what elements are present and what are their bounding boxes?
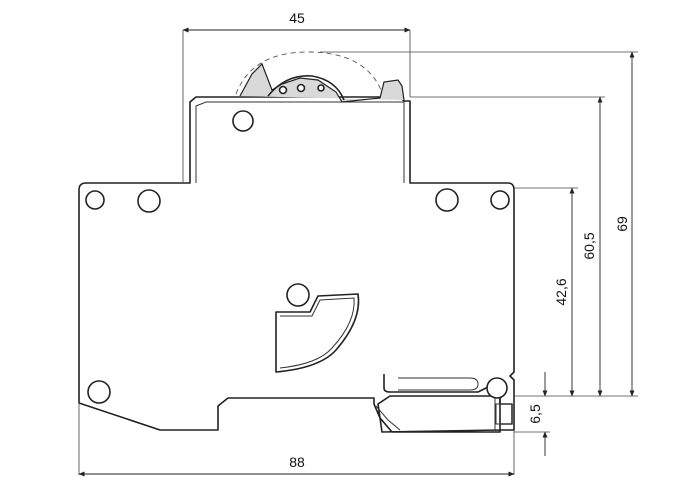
dimension-lines: [78, 27, 635, 477]
hole-upper-left-outer: [85, 190, 105, 210]
latch-window-inner: [279, 297, 355, 369]
top-inner-line: [195, 101, 405, 183]
rail-foot: [495, 403, 513, 425]
label-height-c: 69: [614, 216, 630, 232]
rail-clip-slot: [398, 377, 479, 391]
hole-center: [286, 283, 310, 307]
latch-window: [275, 293, 360, 373]
hole-lower-left: [87, 380, 111, 404]
mounting-holes: [85, 110, 510, 404]
toggle-lever: [235, 51, 405, 103]
lever-top: [267, 75, 345, 101]
rail-clip-lower: [375, 395, 496, 431]
label-top-width: 45: [289, 10, 305, 26]
lever-pin-2: [296, 83, 306, 93]
hole-upper-right-inner: [435, 188, 459, 212]
breaker-body: [78, 96, 515, 433]
dimension-labels: 45 88 42,6 60,5 69 6,5: [289, 10, 630, 470]
hole-upper-left-inner: [137, 189, 161, 213]
label-overall-width: 88: [289, 454, 305, 470]
hole-top-lever: [232, 110, 254, 132]
hole-lower-right: [486, 377, 508, 399]
label-height-b: 60,5: [581, 232, 597, 259]
label-rail-depth: 6,5: [527, 404, 543, 424]
body-outline: [78, 96, 515, 433]
label-height-a: 42,6: [553, 278, 569, 305]
lever-pin-3: [317, 84, 325, 92]
hole-upper-right-outer: [490, 190, 510, 210]
lever-pin-1: [278, 85, 288, 95]
